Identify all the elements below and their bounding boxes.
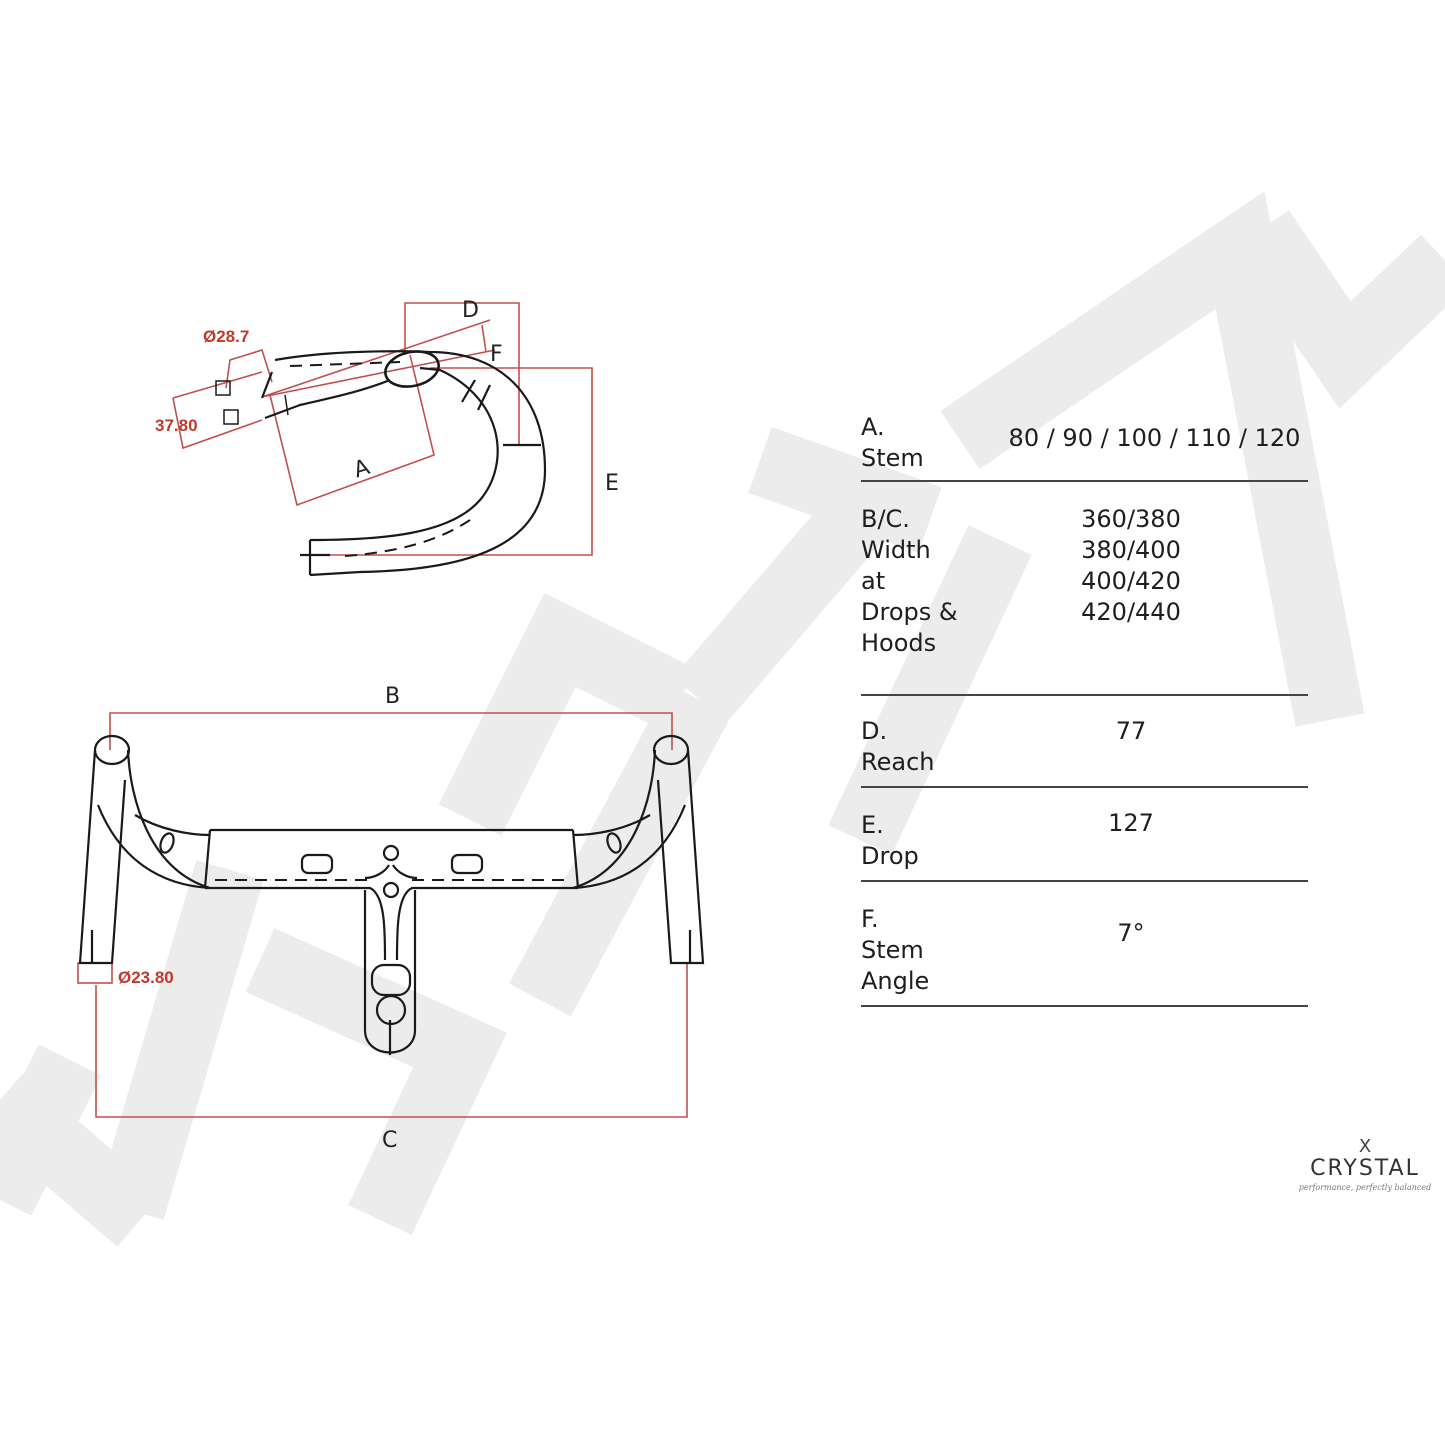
spec-name-line: Angle xyxy=(861,967,930,995)
spec-value: 360/380 xyxy=(1081,505,1181,533)
spec-name-line: Hoods xyxy=(861,629,937,657)
dim-steerer-diameter: Ø28.7 xyxy=(203,327,249,346)
spec-row-drop: E. Drop 127 xyxy=(861,809,1308,882)
label-c: C xyxy=(382,1128,397,1153)
label-e: E xyxy=(605,471,619,496)
spec-value: 7° xyxy=(1117,919,1145,947)
label-b: B xyxy=(385,684,400,709)
spec-value: 127 xyxy=(1108,809,1154,837)
spec-name: Reach xyxy=(861,748,935,776)
spec-name: Stem xyxy=(861,444,924,472)
logo-x-mark-icon: X xyxy=(1358,1136,1372,1157)
spec-name: Drop xyxy=(861,842,919,870)
spec-letter: A. xyxy=(861,413,885,441)
label-a: A xyxy=(351,455,373,483)
spec-letter: D. xyxy=(861,717,888,745)
spec-value: 420/440 xyxy=(1081,598,1181,626)
label-d: D xyxy=(462,298,479,323)
dim-bar-diameter: Ø23.80 xyxy=(118,968,174,987)
spec-row-width: B/C. Width at Drops & Hoods 360/380 380/… xyxy=(861,504,1308,696)
spec-value: 380/400 xyxy=(1081,536,1181,564)
top-view-drawing: B C Ø23.80 xyxy=(77,684,705,1153)
dim-steerer-height: 37.80 xyxy=(155,416,198,435)
spec-value: 400/420 xyxy=(1081,567,1181,595)
spec-letter: F. xyxy=(861,905,879,933)
logo-tagline: performance, perfectly balanced xyxy=(1298,1183,1432,1192)
spec-letter: E. xyxy=(861,811,884,839)
spec-row-stem: A. Stem 80 / 90 / 100 / 110 / 120 xyxy=(861,412,1308,482)
spec-name-line: at xyxy=(861,567,886,595)
spec-value: 77 xyxy=(1115,717,1147,745)
spec-table: A. Stem 80 / 90 / 100 / 110 / 120 B/C. W… xyxy=(861,412,1308,1007)
spec-value: 80 / 90 / 100 / 110 / 120 xyxy=(1008,424,1301,452)
spec-name-line: Width xyxy=(861,536,931,564)
spec-row-reach: D. Reach 77 xyxy=(861,716,1308,788)
logo-name: CRYSTAL xyxy=(1310,1156,1420,1181)
side-view-drawing: D F E A Ø28.7 37.80 xyxy=(155,298,619,577)
spec-name-line: Stem xyxy=(861,936,924,964)
spec-row-stem-angle: F. Stem Angle 7° xyxy=(861,904,1308,1007)
label-f: F xyxy=(490,342,503,367)
brand-logo: X CRYSTAL performance, perfectly balance… xyxy=(1295,1136,1435,1193)
spec-letter: B/C. xyxy=(861,505,910,533)
spec-name-line: Drops & xyxy=(861,598,958,626)
